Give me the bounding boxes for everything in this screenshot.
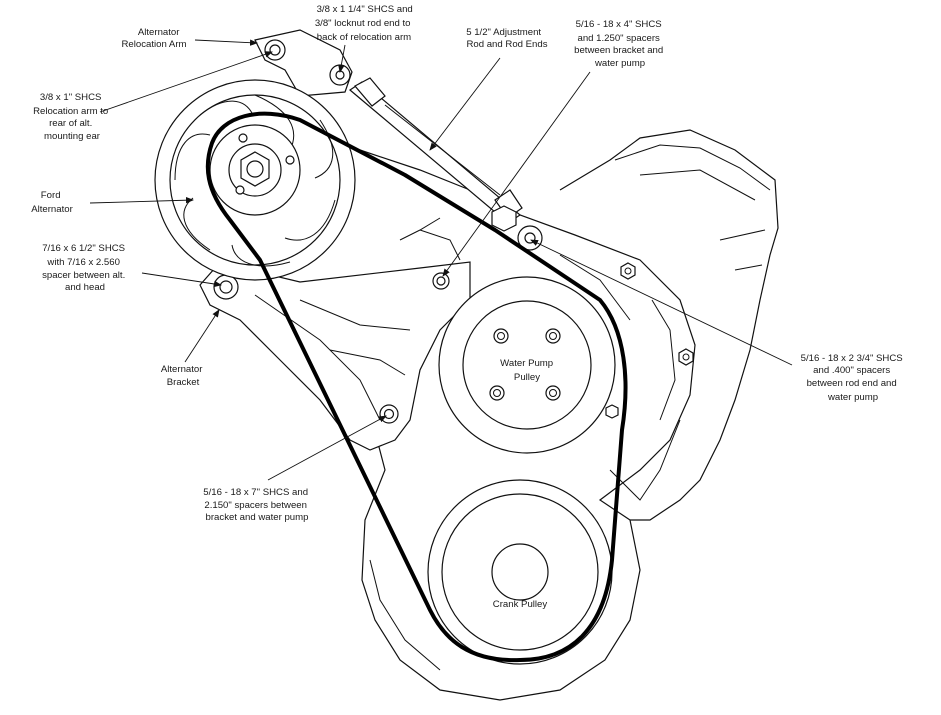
label-crank-pulley: Crank Pulley (493, 599, 548, 610)
callout-labels: Alternator Relocation Arm 3/8 x 1 1/4" S… (31, 4, 906, 610)
leader-shcs-234 (530, 239, 793, 366)
leader-shcs-1 (99, 51, 273, 113)
label-water-pump-pulley: Water Pump Pulley (500, 358, 556, 383)
leader-shcs-4 (442, 71, 591, 277)
block-bolt-2 (678, 348, 694, 366)
alternator-bracket (199, 217, 471, 451)
block-bolt-4 (605, 404, 619, 419)
leader-lines (89, 39, 793, 481)
leader-shcs-7 (267, 415, 387, 481)
leader-ford-alt (89, 197, 194, 204)
label-shcs-4: 5/16 - 18 x 4" SHCS and 1.250" spacers b… (574, 19, 666, 69)
leader-adj-rod (429, 57, 501, 151)
leader-alt-bracket (184, 309, 220, 363)
water-pump-pulley (438, 276, 616, 454)
bracket-bolt (491, 205, 517, 232)
label-alternator-bracket: Alternator Bracket (161, 364, 205, 388)
label-shcs-1: 3/8 x 1" SHCS Relocation arm to rear of … (33, 92, 111, 142)
leader-shcs-114 (338, 44, 346, 73)
label-alternator-relocation-arm: Alternator Relocation Arm (121, 27, 186, 50)
label-shcs-7: 5/16 - 18 x 7" SHCS and 2.150" spacers b… (203, 487, 310, 523)
label-ford-alternator: Ford Alternator (31, 190, 73, 215)
crank-pulley (427, 479, 613, 665)
label-shcs-6-1-2: 7/16 x 6 1/2" SHCS with 7/16 x 2.560 spa… (42, 243, 128, 293)
leader-shcs-612 (141, 272, 222, 288)
alternator (154, 29, 356, 281)
label-shcs-1-1-4: 3/8 x 1 1/4" SHCS and 3/8" locknut rod e… (315, 4, 416, 43)
label-adjustment-rod: 5 1/2" Adjustment Rod and Rod Ends (466, 27, 548, 50)
drive-belt (205, 111, 628, 663)
leader-alt-reloc-arm (194, 39, 258, 46)
label-shcs-2-3-4: 5/16 - 18 x 2 3/4" SHCS and .400" spacer… (801, 353, 906, 403)
block-bolt-1 (620, 262, 636, 280)
